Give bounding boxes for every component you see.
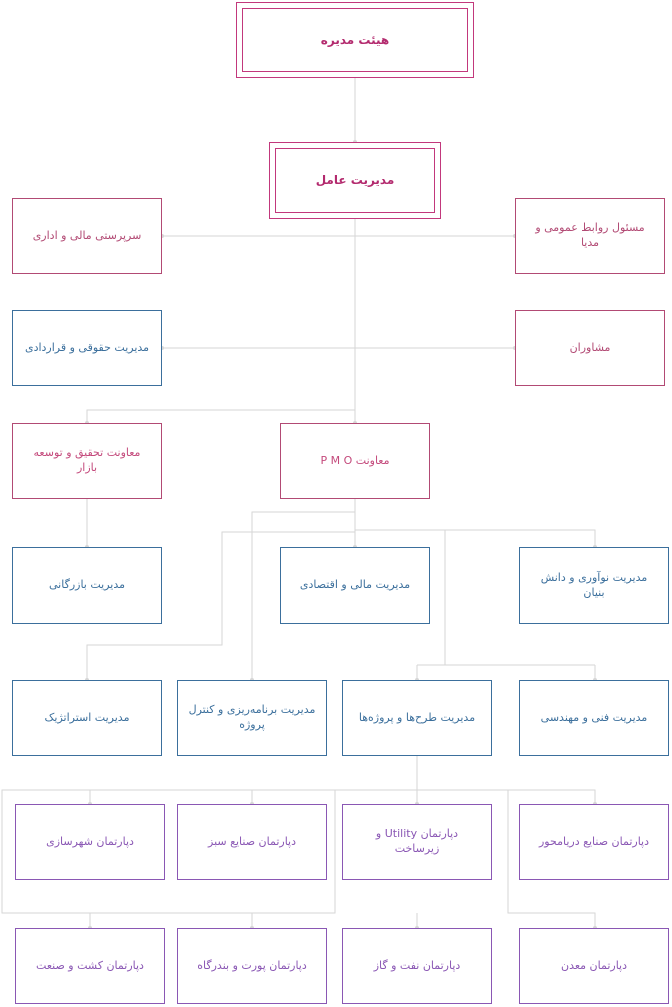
advisors-box[interactable]: مشاوران [515,310,665,386]
engineering-label: مدیریت فنی و مهندسی [540,710,648,724]
dept-port-box[interactable]: دپارتمان پورت و بندرگاه [177,928,327,1004]
dept-port-label: دپارتمان پورت و بندرگاه [197,958,307,972]
dept-utility-label: دپارتمان Utility و زیرساخت [375,827,459,855]
dept-mining-label: دپارتمان معدن [560,958,628,972]
planning-label: مدیریت برنامه‌ریزی و کنترل پروژه [188,703,316,731]
strategic-box[interactable]: مدیریت استراتژیک [12,680,162,756]
dept-marine-label: دپارتمان صنایع دریامحور [539,834,650,848]
dept-oil-label: دپارتمان نفت و گاز [373,958,461,972]
research-deputy-box[interactable]: معاونت تحقیق و توسعه بازار [12,423,162,499]
research-deputy-label: معاونت تحقیق و توسعه بازار [33,446,141,474]
finance-economic-label: مدیریت مالی و اقتصادی [299,578,411,592]
board-of-directors-label: هیئت مدیره [320,32,390,47]
dept-utility-box[interactable]: دپارتمان Utility و زیرساخت [342,804,492,880]
dept-agri-box[interactable]: دپارتمان کشت و صنعت [15,928,165,1004]
commercial-label: مدیریت بازرگانی [49,578,126,592]
pmo-deputy-label: معاونت P M O [320,453,390,467]
dept-green-box[interactable]: دپارتمان صنایع سبز [177,804,327,880]
advisors-label: مشاوران [569,340,611,354]
finance-economic-box[interactable]: مدیریت مالی و اقتصادی [280,547,430,624]
dept-marine-box[interactable]: دپارتمان صنایع دریامحور [519,804,669,880]
dept-agri-label: دپارتمان کشت و صنعت [36,958,144,972]
ceo-box[interactable]: مدیریت عامل [269,142,441,219]
projects-label: مدیریت طرح‌ها و پروژه‌ها [358,710,476,724]
planning-box[interactable]: مدیریت برنامه‌ریزی و کنترل پروژه [177,680,327,756]
pmo-deputy-box[interactable]: معاونت P M O [280,423,430,499]
dept-oil-box[interactable]: دپارتمان نفت و گاز [342,928,492,1004]
engineering-box[interactable]: مدیریت فنی و مهندسی [519,680,669,756]
ceo-label: مدیریت عامل [315,173,395,188]
finance-admin-label: سرپرستی مالی و اداری [32,228,142,242]
dept-green-label: دپارتمان صنایع سبز [208,834,296,848]
dept-mining-box[interactable]: دپارتمان معدن [519,928,669,1004]
finance-admin-box[interactable]: سرپرستی مالی و اداری [12,198,162,274]
board-of-directors-box[interactable]: هیئت مدیره [236,2,474,78]
projects-box[interactable]: مدیریت طرح‌ها و پروژه‌ها [342,680,492,756]
commercial-box[interactable]: مدیریت بازرگانی [12,547,162,624]
strategic-label: مدیریت استراتژیک [44,710,130,724]
dept-urban-label: دپارتمان شهرسازی [46,834,134,848]
innovation-box[interactable]: مدیریت نوآوری و دانش بنیان [519,547,669,624]
public-relations-box[interactable]: مسئول روابط عمومی و مدیا [515,198,665,274]
dept-urban-box[interactable]: دپارتمان شهرسازی [15,804,165,880]
innovation-label: مدیریت نوآوری و دانش بنیان [540,570,648,599]
legal-box[interactable]: مدیریت حقوقی و قراردادی [12,310,162,386]
public-relations-label: مسئول روابط عمومی و مدیا [535,221,645,249]
legal-label: مدیریت حقوقی و قراردادی [24,340,150,354]
